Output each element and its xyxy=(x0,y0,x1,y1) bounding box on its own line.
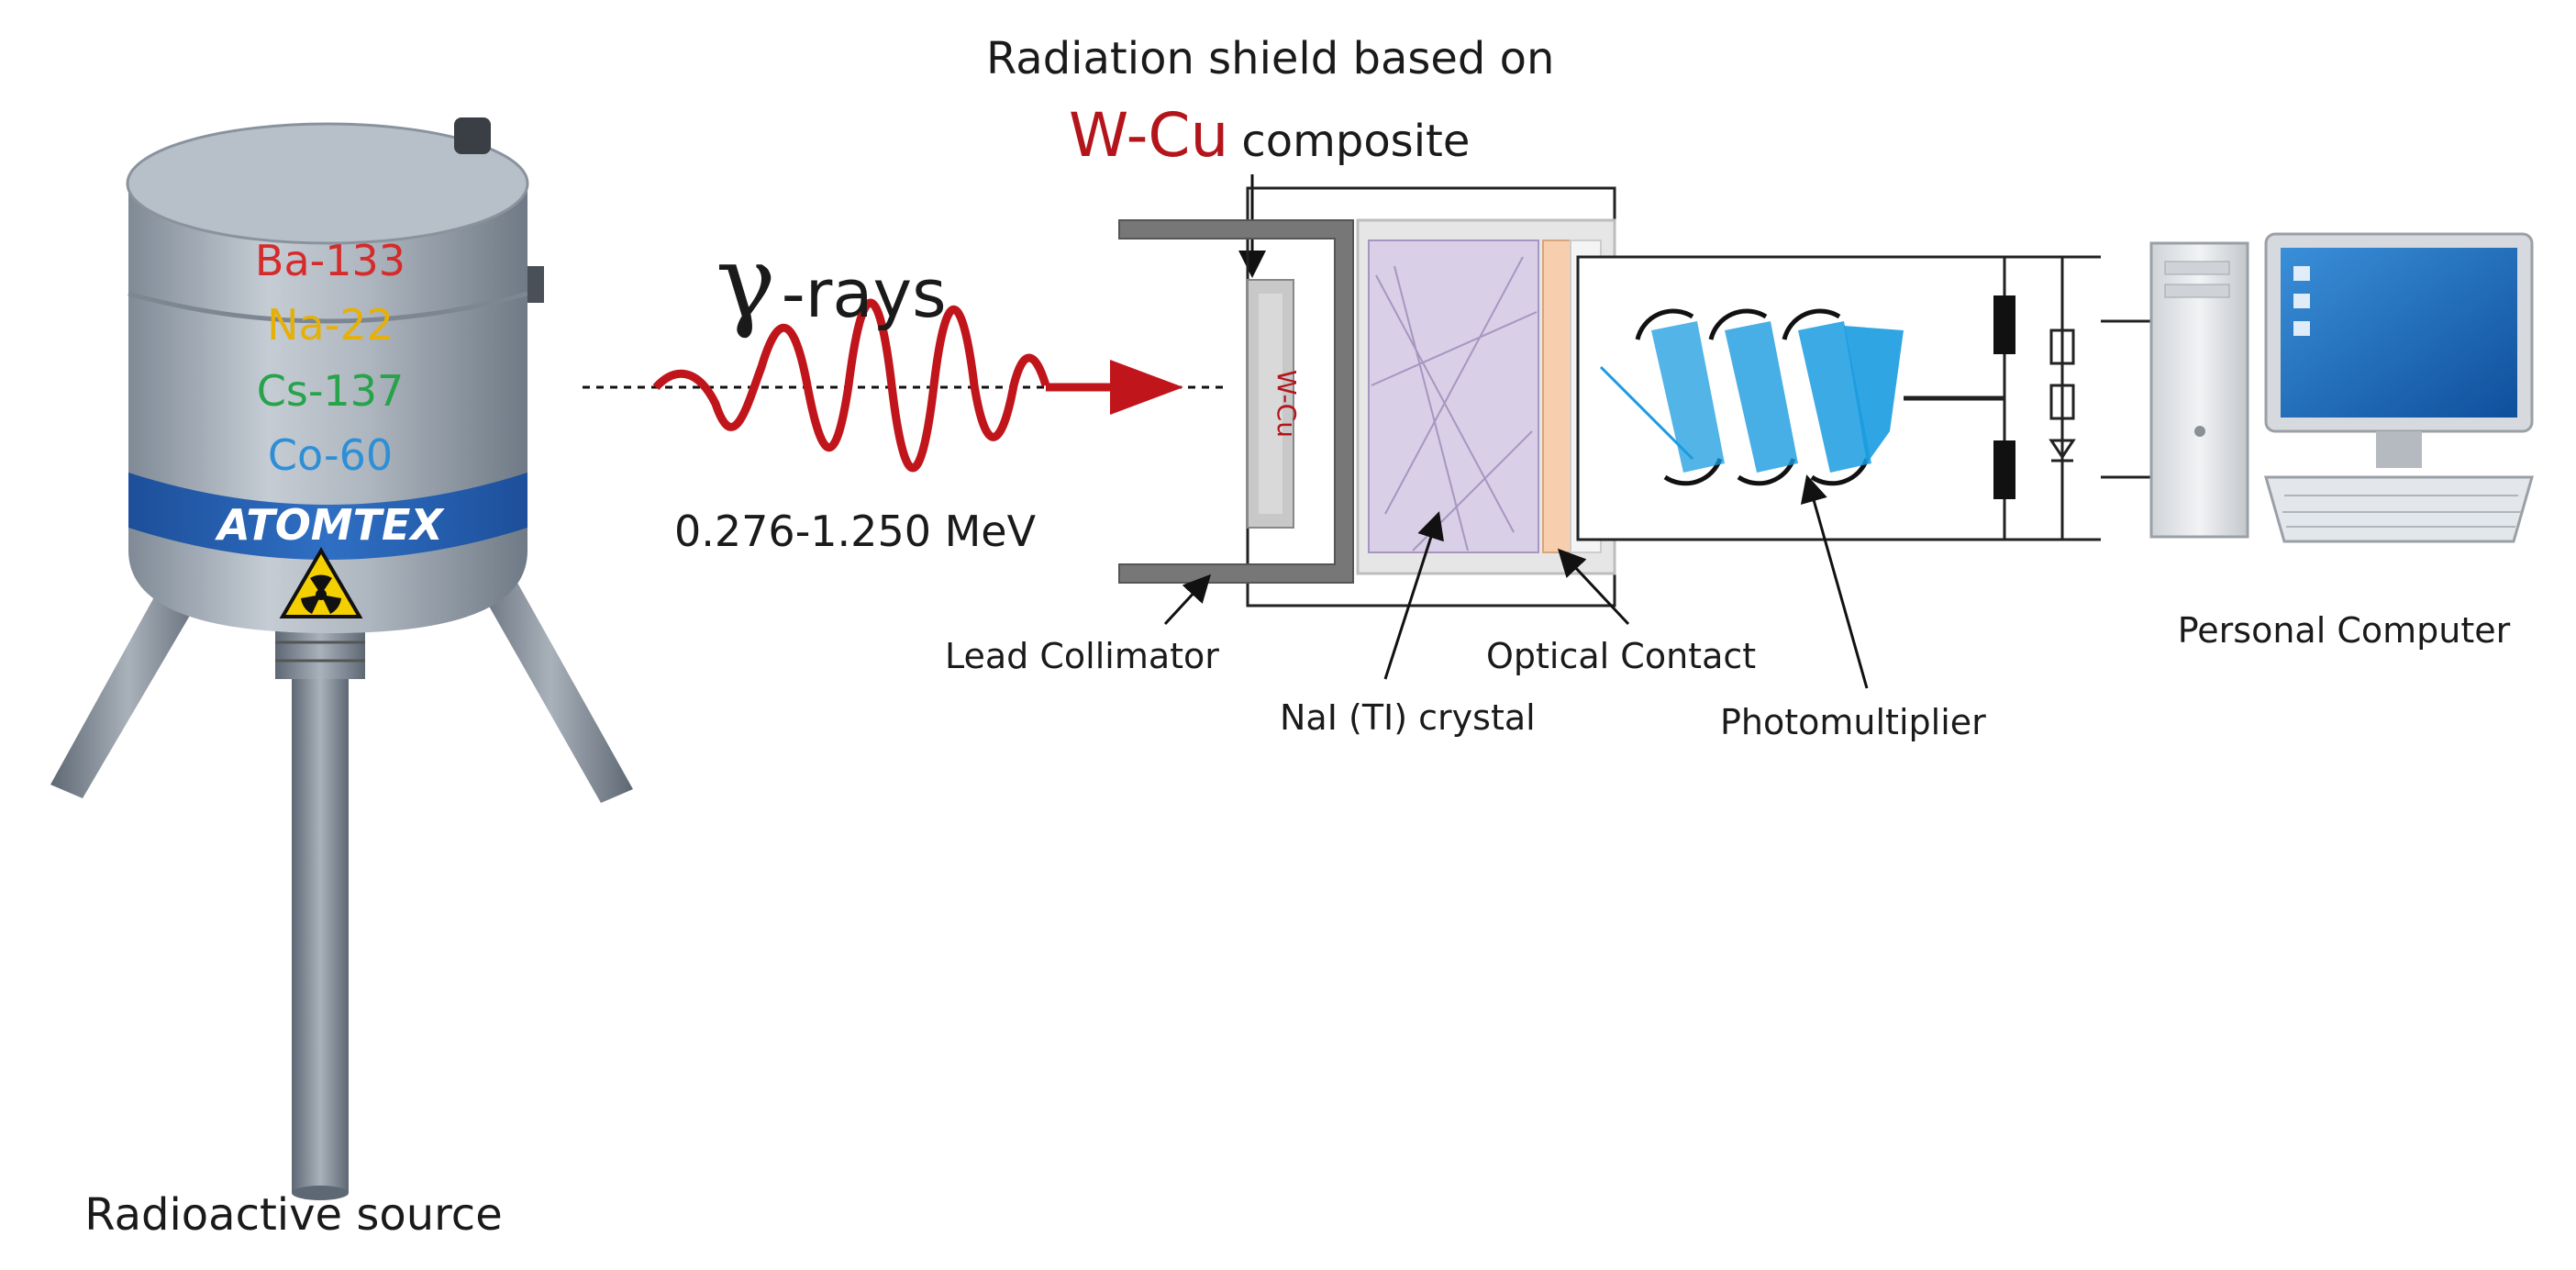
gamma-symbol: γ xyxy=(716,223,776,340)
resistor-top xyxy=(1993,295,2015,354)
optical-contact-label: Optical Contact xyxy=(1486,636,1756,676)
brand-logo: ATOMTEX xyxy=(215,500,445,550)
energy-range-label: 0.276-1.250 MeV xyxy=(674,507,1037,556)
gamma-suffix: -rays xyxy=(782,255,947,332)
isotope-cs137: Cs-137 xyxy=(257,366,404,416)
tripod-leg-left xyxy=(50,569,206,798)
resistor-bottom xyxy=(1993,440,2015,499)
side-latch xyxy=(527,266,544,303)
shield-material-label: W-Cu composite xyxy=(1069,100,1470,171)
nai-crystal-label: NaI (TI) crystal xyxy=(1280,697,1536,738)
lead-collimator xyxy=(1118,219,1354,584)
diode-icon xyxy=(2049,329,2076,462)
optical-pointer xyxy=(1557,548,1630,626)
detector-assembly: W-Cu xyxy=(1118,186,2183,607)
radioactive-source-device: ATOMTEX Ba-133 Na-22 Cs-137 Co-60 xyxy=(50,117,633,1200)
brand-band xyxy=(128,473,527,560)
crystal-pointer xyxy=(1383,511,1444,680)
pc-screen xyxy=(2281,248,2517,418)
shield-title: Radiation shield based on xyxy=(986,33,1554,84)
dynode-chain xyxy=(1599,308,1904,486)
isotope-co60: Co-60 xyxy=(268,430,393,480)
isotope-na22: Na-22 xyxy=(267,300,394,350)
lead-collimator-label: Lead Collimator xyxy=(945,636,1219,676)
optical-contact xyxy=(1542,240,1571,553)
source-lid xyxy=(126,122,529,245)
lid-knob xyxy=(454,117,491,154)
gamma-wave xyxy=(652,298,1050,473)
personal-computer-icon xyxy=(2149,232,2534,543)
radiation-warning-icon xyxy=(279,547,363,618)
pmt-pointer xyxy=(1800,474,1869,689)
isotope-ba133: Ba-133 xyxy=(255,236,405,285)
tripod-leg-center xyxy=(292,661,349,1193)
wcu-plate-label: W-Cu xyxy=(1271,370,1302,438)
shield-material: W-Cu xyxy=(1069,100,1228,171)
gamma-rays-label: γ-rays xyxy=(716,223,947,340)
nai-crystal xyxy=(1368,240,1539,553)
photomultiplier-label: Photomultiplier xyxy=(1720,702,1986,742)
tripod-leg-right xyxy=(468,560,633,803)
personal-computer-label: Personal Computer xyxy=(2178,610,2511,651)
collimator-pointer xyxy=(1163,574,1212,626)
shield-material-suffix: composite xyxy=(1241,116,1470,167)
gamma-arrowhead xyxy=(1110,360,1183,415)
radioactive-source-label: Radioactive source xyxy=(84,1189,502,1241)
pc-keyboard xyxy=(2264,475,2534,543)
gamma-ray-beam xyxy=(583,298,1229,473)
